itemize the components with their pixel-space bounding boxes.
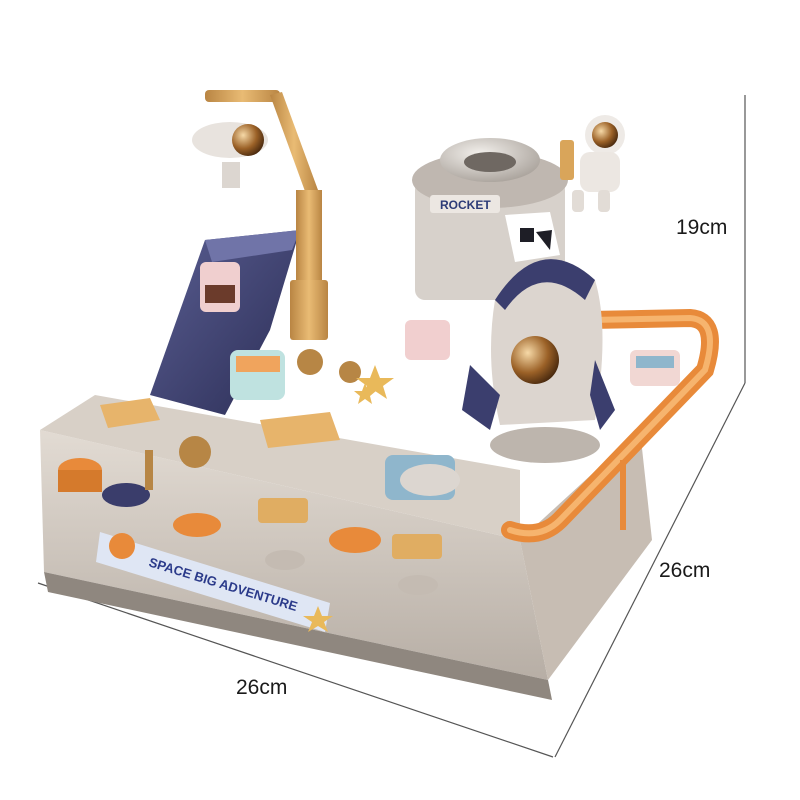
car-pink: [405, 320, 450, 360]
star-decals: [354, 365, 394, 404]
front-controls: [58, 450, 442, 595]
width-label: 26cm: [236, 676, 288, 699]
height-label: 19cm: [676, 216, 728, 239]
rocket: [462, 259, 615, 463]
hanging-spaceship: [192, 122, 268, 188]
depth-label: 26cm: [659, 559, 711, 582]
orange-track: [501, 308, 719, 543]
gold-platforms: [100, 398, 340, 448]
dimension-lines: [37, 95, 746, 758]
car-middle: [230, 350, 285, 400]
tower-label: ROCKET: [440, 198, 491, 212]
crane: [205, 90, 328, 340]
gold-balls: [179, 349, 361, 468]
astronaut-figure: [560, 115, 625, 212]
track-car-right: [630, 350, 680, 386]
navy-slide: [150, 230, 300, 415]
tanker-truck: [385, 455, 460, 500]
slide-car: [200, 262, 240, 312]
